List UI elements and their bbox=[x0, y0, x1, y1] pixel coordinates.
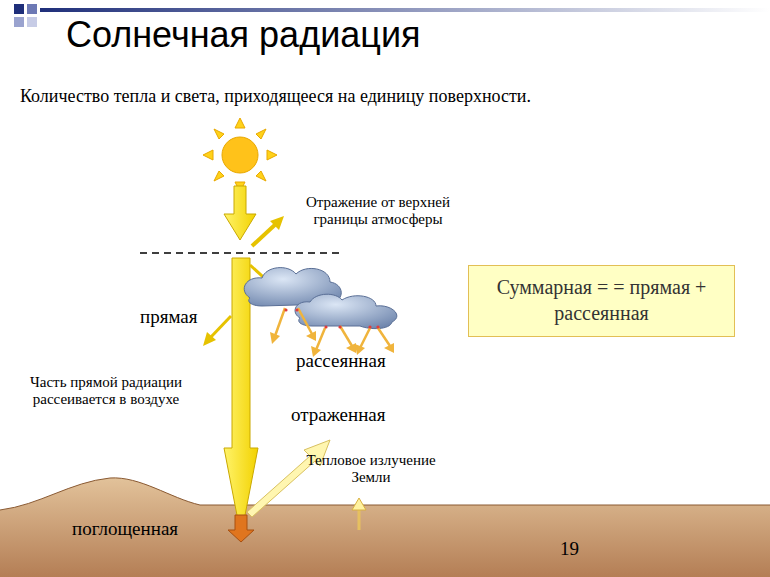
slide-title: Солнечная радиация bbox=[66, 14, 421, 56]
reflection-label: Отражение от верхней границы атмосферы bbox=[283, 194, 473, 229]
summary-text: Суммарная = = прямая + рассеянная bbox=[469, 266, 734, 334]
page-number: 19 bbox=[560, 538, 579, 560]
absorbed-label: поглощенная bbox=[72, 518, 178, 540]
subtitle: Количество тепла и света, приходящееся н… bbox=[20, 86, 531, 107]
reflected-label: отраженная bbox=[291, 404, 386, 426]
summary-box: Суммарная = = прямая + рассеянная bbox=[468, 265, 735, 337]
air-scatter-note: Часть прямой радиации рассеивается в воз… bbox=[6, 374, 206, 409]
scattered-label: рассеянная bbox=[296, 350, 386, 372]
thermal-label: Тепловое излучение Земли bbox=[296, 452, 446, 487]
direct-label: прямая bbox=[140, 306, 197, 328]
